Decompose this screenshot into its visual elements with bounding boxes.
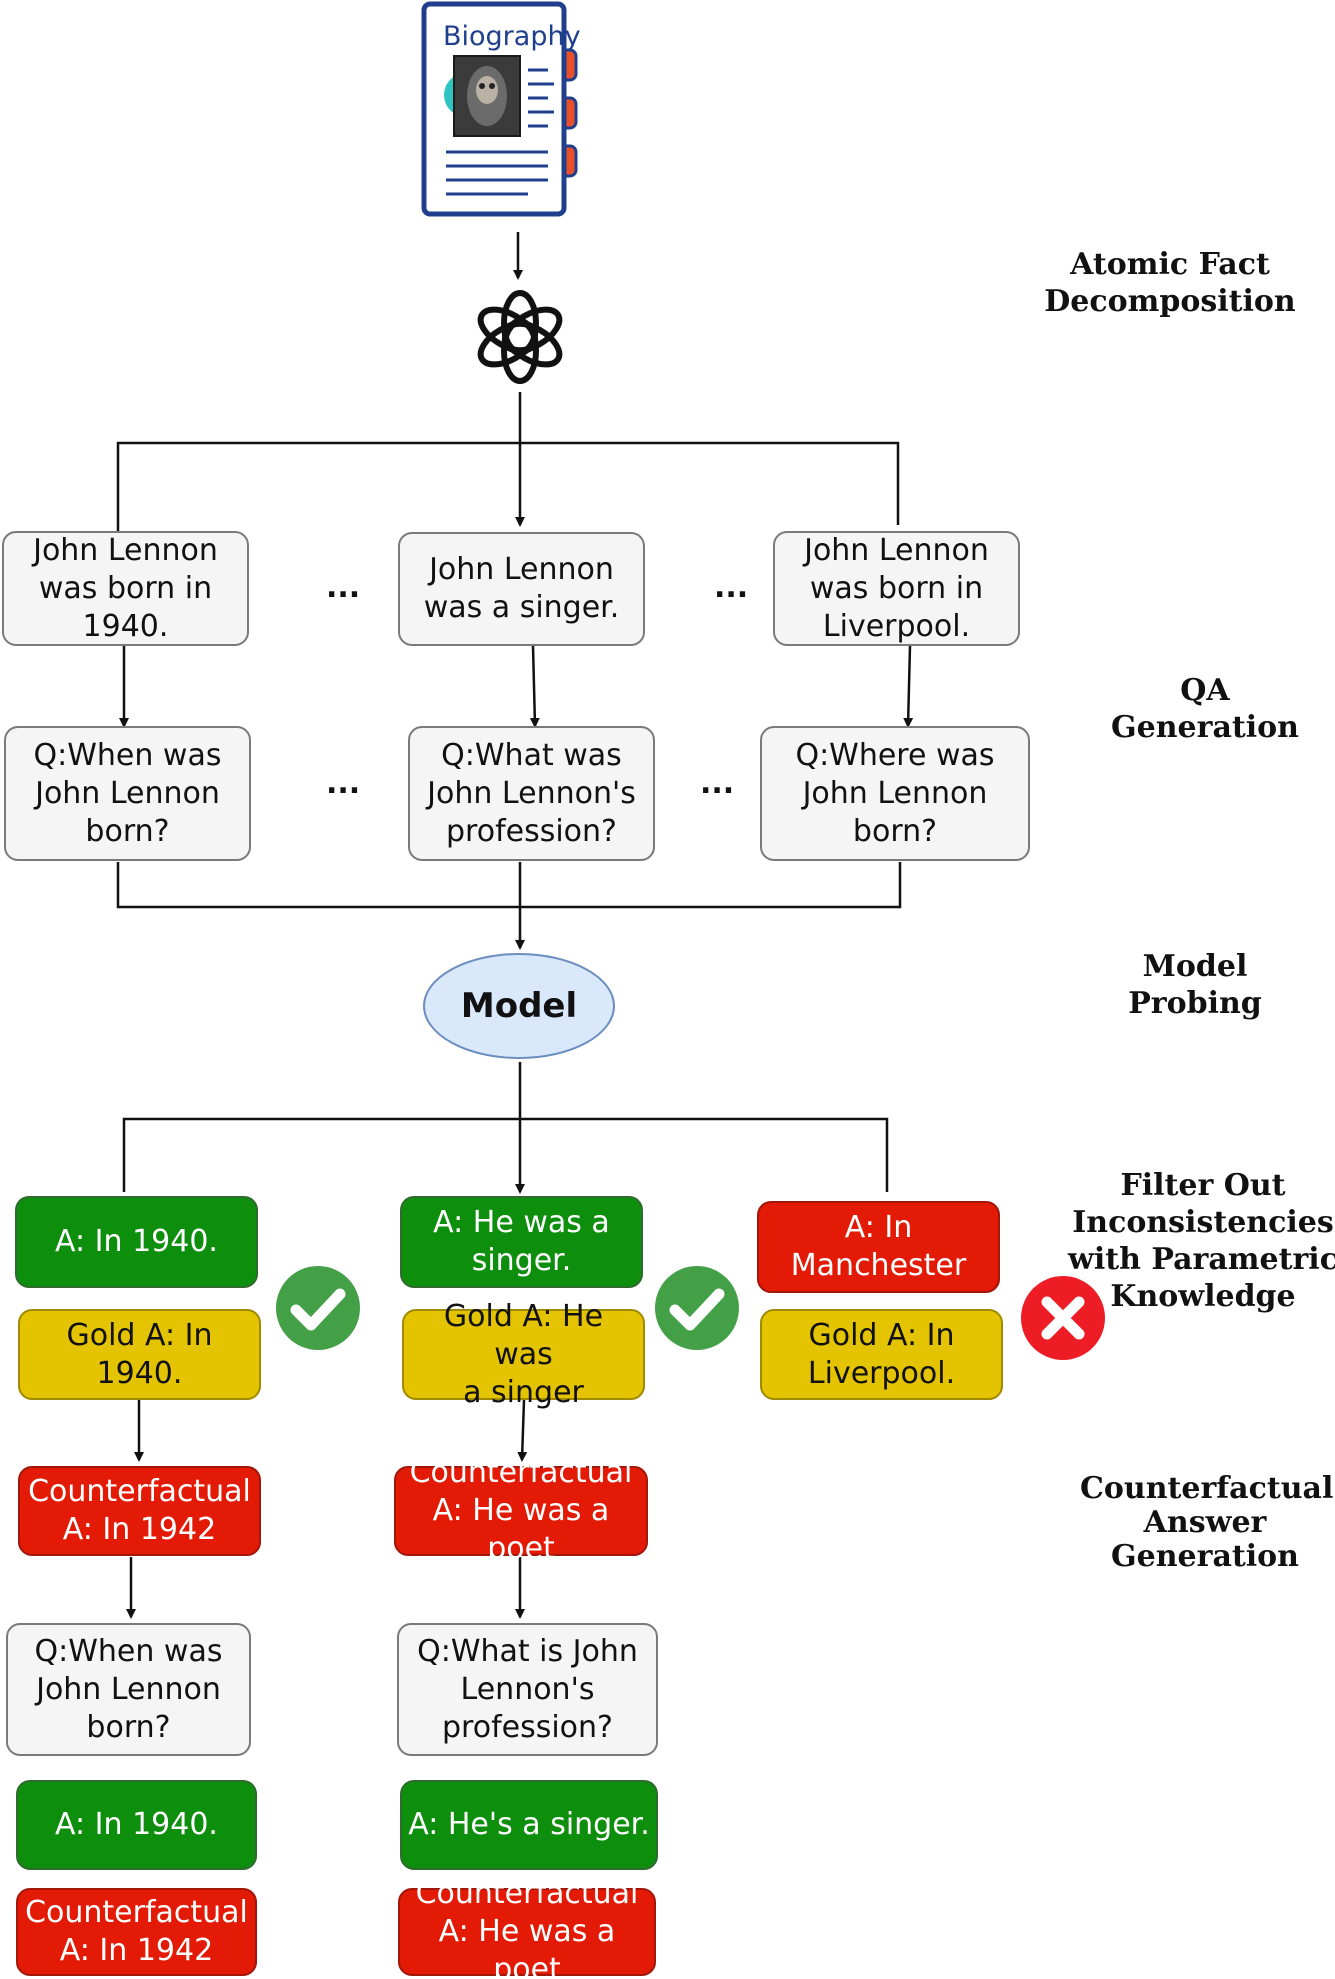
model-answer-node: A: In Manchester [757, 1201, 1000, 1293]
gold-answer-node: Gold A: He was a singer [402, 1299, 645, 1410]
document-title: Biography [443, 21, 581, 52]
question-node: Q:What was John Lennon's profession? [408, 726, 655, 861]
stage-label-decomposition: Atomic Fact Decomposition [1044, 247, 1296, 319]
stage-label-model-probing: Model Probing [1128, 949, 1262, 1021]
arrow-gold-2-to-counterfactual-2 [517, 1399, 528, 1462]
final-question-node: Q:When was John Lennon born? [6, 1623, 251, 1756]
final-question-node: Q:What is John Lennon's profession? [397, 1623, 658, 1756]
ellipsis: ... [700, 766, 735, 801]
arrow-fact-2-to-question-2 [529, 645, 540, 728]
fact-node: John Lennon was a singer. [398, 532, 645, 646]
openai-logo-icon [468, 285, 572, 389]
final-counterfactual-node: Counterfactual A: In 1942 [16, 1888, 257, 1976]
branch-llm-to-facts [116, 441, 900, 545]
cross-icon [1021, 1276, 1105, 1360]
ellipsis: ... [326, 766, 361, 801]
model-answer-node: A: He was a singer. [400, 1196, 643, 1288]
gold-answer-node: Gold A: In 1940. [18, 1309, 261, 1400]
fact-node: John Lennon was born in 1940. [2, 531, 249, 646]
question-node: Q:When was John Lennon born? [4, 726, 251, 861]
stage-label-qa-generation: QA Generation [1111, 673, 1299, 745]
final-answer-node: A: He's a singer. [400, 1780, 658, 1870]
ellipsis: ... [326, 570, 361, 605]
model-node: Model [423, 953, 615, 1059]
check-icon [655, 1266, 739, 1350]
question-node: Q:Where was John Lennon born? [760, 726, 1030, 861]
check-icon [276, 1266, 360, 1350]
stage-label-counterfactual: Counterfactual Answer Generation [1080, 1471, 1334, 1574]
branch-model-to-answers [122, 1117, 889, 1192]
counterfactual-answer-node: Counterfactual A: In 1942 [18, 1466, 261, 1556]
gold-answer-node: Gold A: In Liverpool. [760, 1309, 1003, 1400]
fact-node: John Lennon was born in Liverpool. [773, 531, 1020, 646]
ellipsis: ... [714, 570, 749, 605]
counterfactual-answer-node: Counterfactual A: He was a poet [394, 1455, 648, 1566]
biography-document-icon: Biography [418, 0, 608, 220]
final-counterfactual-node: Counterfactual A: He was a poet [398, 1876, 656, 1979]
model-answer-node: A: In 1940. [15, 1196, 258, 1288]
merge-questions-to-model [116, 862, 902, 909]
final-answer-node: A: In 1940. [16, 1780, 257, 1870]
arrow-fact-3-to-question-3 [903, 645, 914, 728]
stage-label-filter: Filter Out Inconsistencies with Parametr… [1068, 1168, 1335, 1314]
